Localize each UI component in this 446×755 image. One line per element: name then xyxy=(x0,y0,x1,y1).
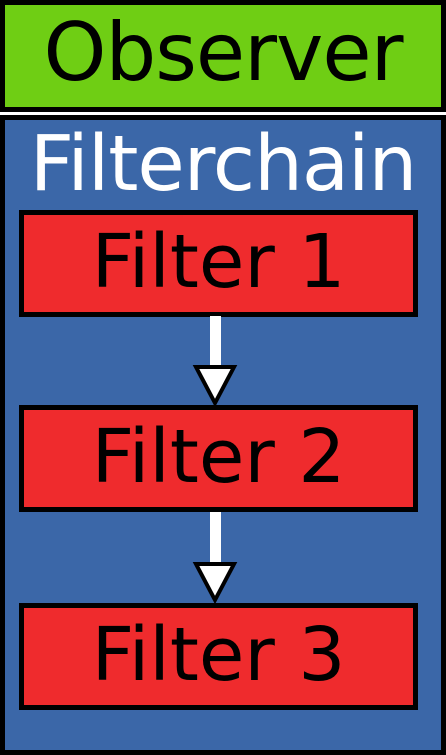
filter-2-label: Filter 2 xyxy=(91,413,346,500)
observer-label: Observer xyxy=(43,6,404,99)
filter-1-label: Filter 1 xyxy=(91,218,346,305)
observer-box: Observer xyxy=(0,0,446,112)
filterchain-label: Filterchain xyxy=(29,120,418,209)
filter-1-box: Filter 1 xyxy=(19,210,418,317)
filter-3-box: Filter 3 xyxy=(19,603,418,710)
filter-2-box: Filter 2 xyxy=(19,405,418,512)
filter-3-label: Filter 3 xyxy=(91,611,346,698)
